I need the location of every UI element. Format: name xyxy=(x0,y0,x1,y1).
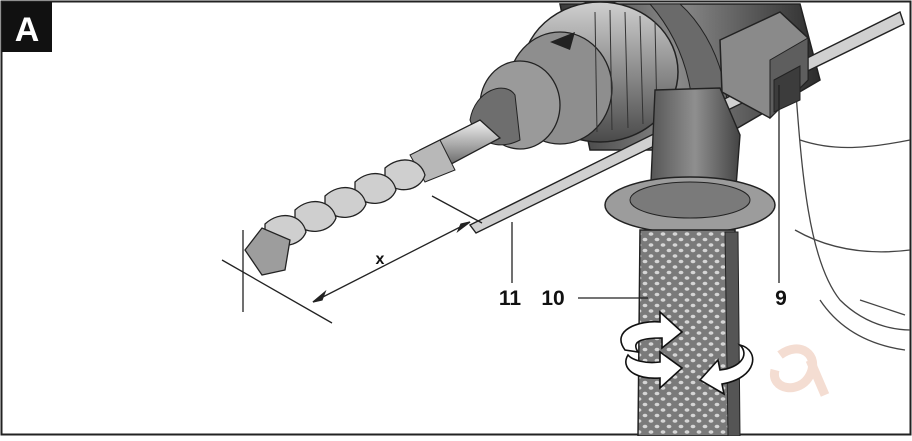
dimension-x-label: x xyxy=(376,251,385,268)
dimension-lines xyxy=(221,195,483,324)
sds-chuck xyxy=(469,1,679,150)
watermark xyxy=(770,344,830,397)
depth-stop-clamp xyxy=(719,11,809,120)
callout-11-label: 11 xyxy=(499,287,522,310)
panel-letter-badge: A xyxy=(2,2,52,52)
rotation-arrows xyxy=(620,310,754,396)
panel-letter: A xyxy=(15,11,40,49)
callout-9-label: 9 xyxy=(775,287,787,310)
leader-lines xyxy=(511,85,780,299)
callout-10-label: 10 xyxy=(541,287,564,310)
drill-bit xyxy=(244,119,502,276)
